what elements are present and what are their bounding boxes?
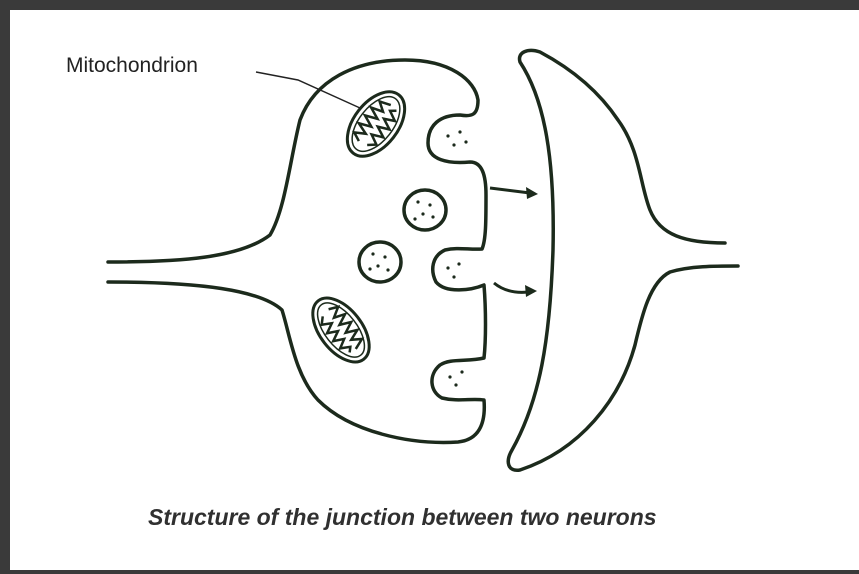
- arrow-upper: [490, 187, 538, 199]
- vesicle-contents: [446, 134, 449, 137]
- mitochondrion-upper: [336, 81, 416, 166]
- synaptic-vesicle: [359, 242, 401, 282]
- postsynaptic-neuron: [508, 50, 738, 470]
- presynaptic-terminal: [108, 60, 486, 442]
- synaptic-vesicle: [404, 190, 446, 230]
- figure-caption: Structure of the junction between two ne…: [148, 504, 657, 531]
- mitochondrion-lower: [302, 288, 381, 372]
- mitochondrion-label: Mitochondrion: [66, 54, 198, 78]
- arrow-lower: [494, 283, 537, 297]
